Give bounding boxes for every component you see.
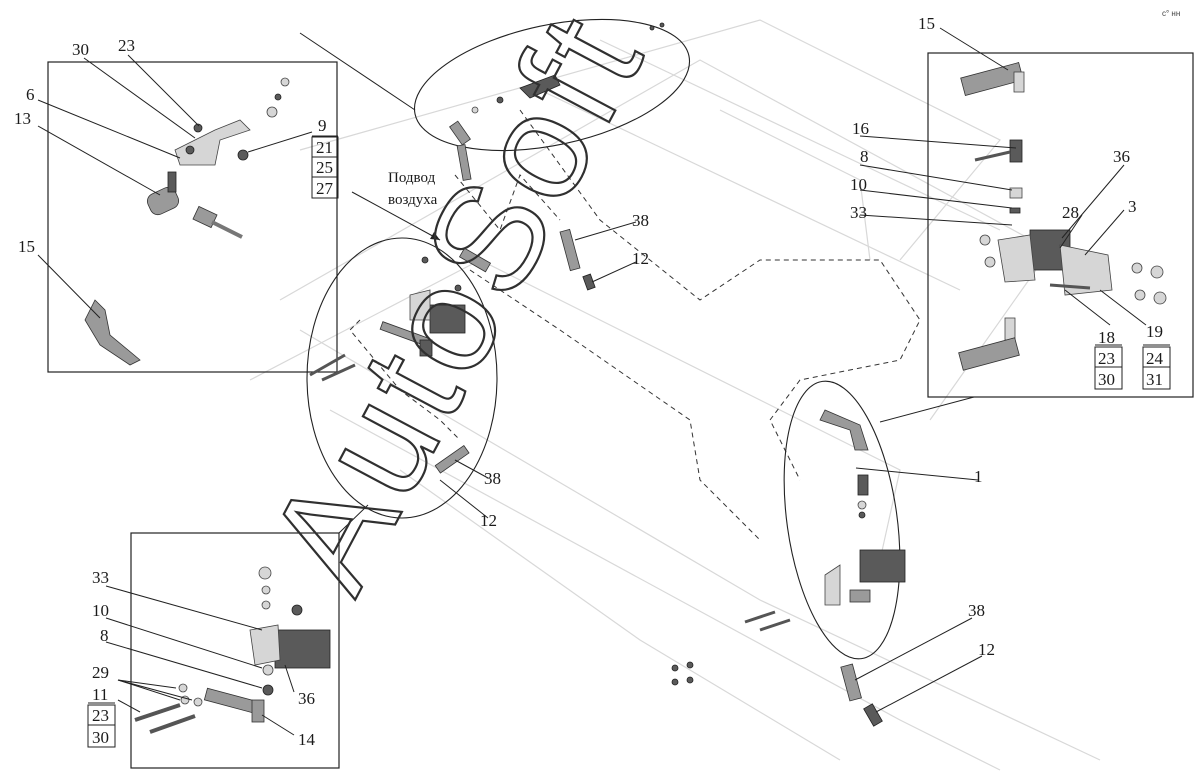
air-supply-line-1: Подвод [388,170,436,186]
callout-36-right: 36 [1113,147,1130,166]
frame-connector-right [879,396,975,423]
callout-30-topleft: 30 [72,40,89,59]
callout-12-bottom: 12 [978,640,995,659]
callout-12-left: 12 [480,511,497,530]
callout-boxes [87,135,1171,748]
top-ellipse-parts [449,22,665,181]
callout-38-left: 38 [484,469,501,488]
callout-18: 18 [1098,328,1115,347]
callout-9: 9 [318,116,327,135]
callout-15-left: 15 [18,237,35,256]
callout-labels: 15 16 8 10 33 36 28 3 18 23 30 19 24 31 … [14,14,1164,749]
detail-frame-top-left [47,61,338,373]
detail-ellipse-top [413,18,691,152]
callout-36-bl: 36 [298,689,315,708]
callout-11: 11 [92,685,108,704]
callout-12-mid: 12 [632,249,649,268]
callout-15-top: 15 [918,14,935,33]
callout-38-bottom: 38 [968,601,985,620]
chassis-frame-background [249,19,1101,771]
bracket-6 [174,119,251,166]
frame-connector-bottom [338,504,369,534]
callout-21: 21 [316,138,333,157]
callout-30-right: 30 [1098,370,1115,389]
callout-13: 13 [14,109,31,128]
callout-27: 27 [316,179,334,198]
callout-1: 1 [974,467,983,486]
corner-mark: с° нн [1162,9,1180,18]
watermark: AutoSoft [235,0,676,615]
callout-38-mid: 38 [632,211,649,230]
leader-lines [37,27,1147,736]
bottom-left-parts [134,566,331,734]
callout-23-bl: 23 [92,706,109,725]
fitting-tube [192,205,243,239]
callout-16: 16 [852,119,869,138]
callout-19: 19 [1146,322,1163,341]
callout-8-bl: 8 [100,626,109,645]
callout-33-bl: 33 [92,568,109,587]
callout-31: 31 [1146,370,1163,389]
detail-ellipse-right [783,380,901,660]
top-right-parts [958,62,1167,371]
callout-6: 6 [26,85,35,104]
small-parts-tl [185,77,290,161]
callout-29: 29 [92,663,109,682]
callout-30-bl: 30 [92,728,109,747]
left-ellipse-parts [309,256,470,474]
callout-10-right: 10 [850,175,867,194]
callout-23-topleft: 23 [118,36,135,55]
callout-14: 14 [298,730,316,749]
air-supply-line-2: воздуха [388,192,438,208]
callout-23-right: 23 [1098,349,1115,368]
detail-frame-top-right [927,52,1194,398]
callout-10-bl: 10 [92,601,109,620]
callout-3: 3 [1128,197,1137,216]
elbow-15-left [84,299,141,366]
frame-connector-top [299,32,416,111]
callout-24: 24 [1146,349,1164,368]
right-ellipse-parts [671,409,906,727]
detail-ellipse-left [306,237,498,519]
callout-8-right: 8 [860,147,869,166]
connector-air-supply [458,247,492,273]
air-supply-caption: Подвод воздуха [388,170,438,208]
detail-frame-bottom-left [130,532,340,769]
callout-33-right: 33 [850,203,867,222]
hose-38-mid [559,228,596,291]
callout-25: 25 [316,158,333,177]
valve-13 [146,171,180,216]
air-lines [349,109,921,541]
callout-28: 28 [1062,203,1079,222]
